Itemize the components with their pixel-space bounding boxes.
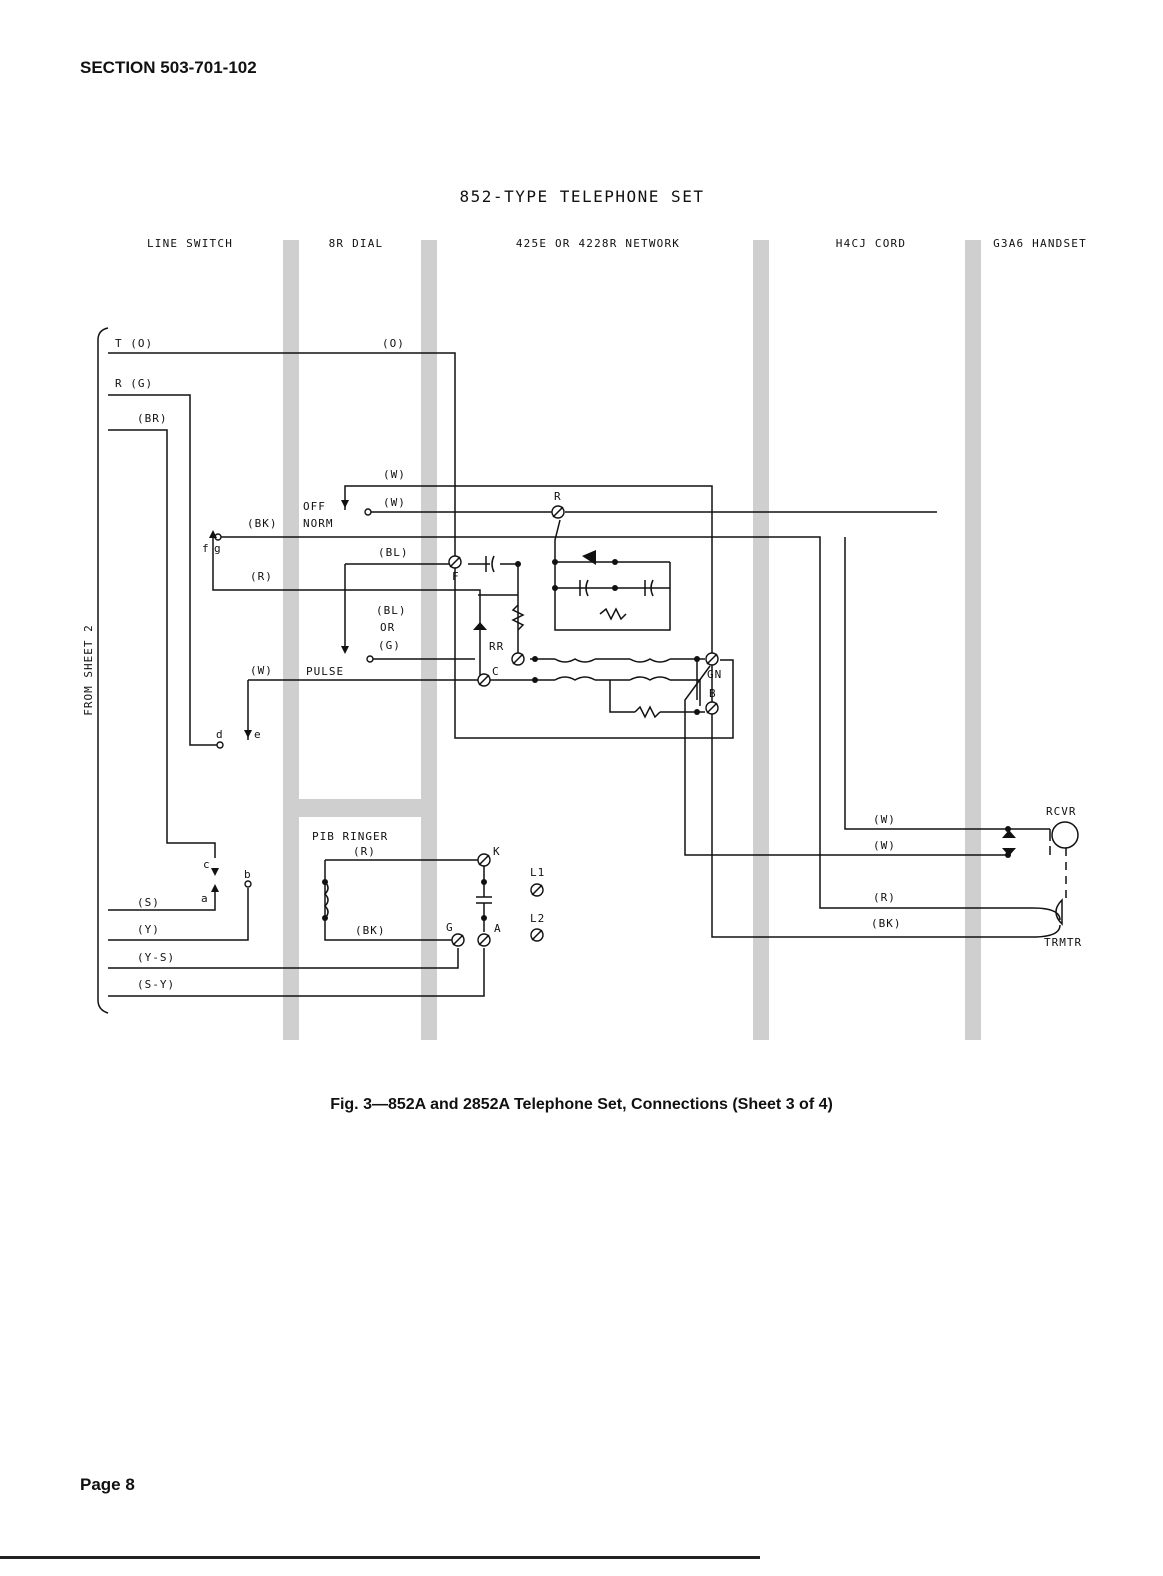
lead-w2: (W) bbox=[383, 496, 406, 509]
lead-sy: (S-Y) bbox=[137, 978, 175, 991]
label-L1: L1 bbox=[530, 866, 545, 879]
page-number: Page 8 bbox=[80, 1475, 135, 1494]
label-GN: GN bbox=[707, 668, 722, 681]
side-label: FROM SHEET 2 bbox=[82, 624, 95, 715]
contact-b: b bbox=[244, 868, 252, 881]
terminal-L1 bbox=[530, 883, 544, 897]
terminal-B bbox=[705, 701, 719, 715]
nodes bbox=[322, 559, 1011, 921]
lead-ys: (Y-S) bbox=[137, 951, 175, 964]
input-bracket bbox=[97, 327, 109, 1014]
transmitter-icon bbox=[1055, 898, 1063, 926]
transmitter-label: TRMTR bbox=[1044, 936, 1082, 949]
contact-c: c bbox=[203, 858, 211, 871]
label-G: G bbox=[446, 921, 454, 934]
dial-pulse: PULSE bbox=[306, 665, 344, 678]
contact-f: f bbox=[202, 542, 210, 555]
label-K: K bbox=[493, 845, 501, 858]
section-line-switch: LINE SWITCH bbox=[147, 237, 233, 250]
varistor-icon bbox=[1002, 830, 1016, 838]
label-F: F bbox=[452, 570, 460, 583]
section-dividers bbox=[283, 240, 981, 1040]
section-cord: H4CJ CORD bbox=[836, 237, 906, 250]
divider-band bbox=[965, 240, 981, 1040]
lead-br: (BR) bbox=[137, 412, 168, 425]
lead-bl-or-g-1: (BL) bbox=[376, 604, 407, 617]
section-network: 425E OR 4228R NETWORK bbox=[516, 237, 680, 250]
lead-w1: (W) bbox=[383, 468, 406, 481]
dial-off: OFF bbox=[303, 500, 326, 513]
switch-contacts bbox=[209, 500, 1016, 892]
label-L2: L2 bbox=[530, 912, 545, 925]
terminal-RR bbox=[511, 652, 525, 666]
divider-band bbox=[283, 240, 299, 1040]
section-dial: 8R DIAL bbox=[329, 237, 384, 250]
screw-terminals bbox=[448, 505, 719, 947]
section-header: SECTION 503-701-102 bbox=[80, 58, 257, 77]
bottom-rule bbox=[0, 1556, 760, 1559]
contact-a: a bbox=[201, 892, 209, 905]
terminal-L2 bbox=[530, 928, 544, 942]
diagram-title: 852-TYPE TELEPHONE SET bbox=[460, 187, 705, 206]
label-A: A bbox=[494, 922, 502, 935]
lead-cord-r: (R) bbox=[873, 891, 896, 904]
figure-caption: Fig. 3—852A and 2852A Telephone Set, Con… bbox=[330, 1096, 833, 1113]
terminal-R bbox=[551, 505, 565, 519]
lead-o: (O) bbox=[382, 337, 405, 350]
divider-band bbox=[421, 240, 437, 1040]
contact-labels: f g d e c a b bbox=[201, 542, 262, 905]
receiver-icon bbox=[1051, 821, 1079, 849]
label-C: C bbox=[492, 665, 500, 678]
lead-y: (Y) bbox=[137, 923, 160, 936]
lead-r-red: (R) bbox=[250, 570, 273, 583]
lead-bl: (BL) bbox=[378, 546, 409, 559]
terminal-F bbox=[448, 555, 462, 569]
lead-cord-bk: (BK) bbox=[871, 917, 902, 930]
lead-cord-w1: (W) bbox=[873, 813, 896, 826]
lead-w-pulse: (W) bbox=[250, 664, 273, 677]
terminal-G bbox=[451, 933, 465, 947]
varistor-icon bbox=[1002, 848, 1016, 856]
contact-g: g bbox=[214, 542, 222, 555]
divider-band bbox=[299, 799, 421, 817]
label-B: B bbox=[709, 687, 717, 700]
dial-norm: NORM bbox=[303, 517, 334, 530]
varistor-icon bbox=[473, 622, 487, 630]
ringer-label: PIB RINGER bbox=[312, 830, 388, 843]
divider-band bbox=[753, 240, 769, 1040]
contact-d: d bbox=[216, 728, 224, 741]
lead-s: (S) bbox=[137, 896, 160, 909]
receiver-label: RCVR bbox=[1046, 805, 1077, 818]
lead-ringer-r: (R) bbox=[353, 845, 376, 858]
contact-e: e bbox=[254, 728, 262, 741]
terminal-labels: R F RR C GN B K G A L1 L2 bbox=[446, 490, 722, 935]
lead-r: R (G) bbox=[115, 377, 153, 390]
section-handset: G3A6 HANDSET bbox=[993, 237, 1087, 250]
varistor-icon bbox=[582, 550, 596, 565]
lead-labels: T (O) R (G) (BR) (O) (W) (W) (BK) (BL) (… bbox=[115, 337, 902, 991]
label-RR: RR bbox=[489, 640, 504, 653]
lead-ringer-bk: (BK) bbox=[355, 924, 386, 937]
terminal-C bbox=[477, 673, 491, 687]
lead-cord-w2: (W) bbox=[873, 839, 896, 852]
lead-t: T (O) bbox=[115, 337, 153, 350]
label-R: R bbox=[554, 490, 562, 503]
wiring bbox=[108, 352, 1067, 997]
terminal-K bbox=[477, 853, 491, 867]
lead-bl-or-g-3: (G) bbox=[378, 639, 401, 652]
terminal-A bbox=[477, 933, 491, 947]
lead-bl-or-g-2: OR bbox=[380, 621, 395, 634]
terminal-GN bbox=[705, 652, 719, 666]
lead-bk: (BK) bbox=[247, 517, 278, 530]
